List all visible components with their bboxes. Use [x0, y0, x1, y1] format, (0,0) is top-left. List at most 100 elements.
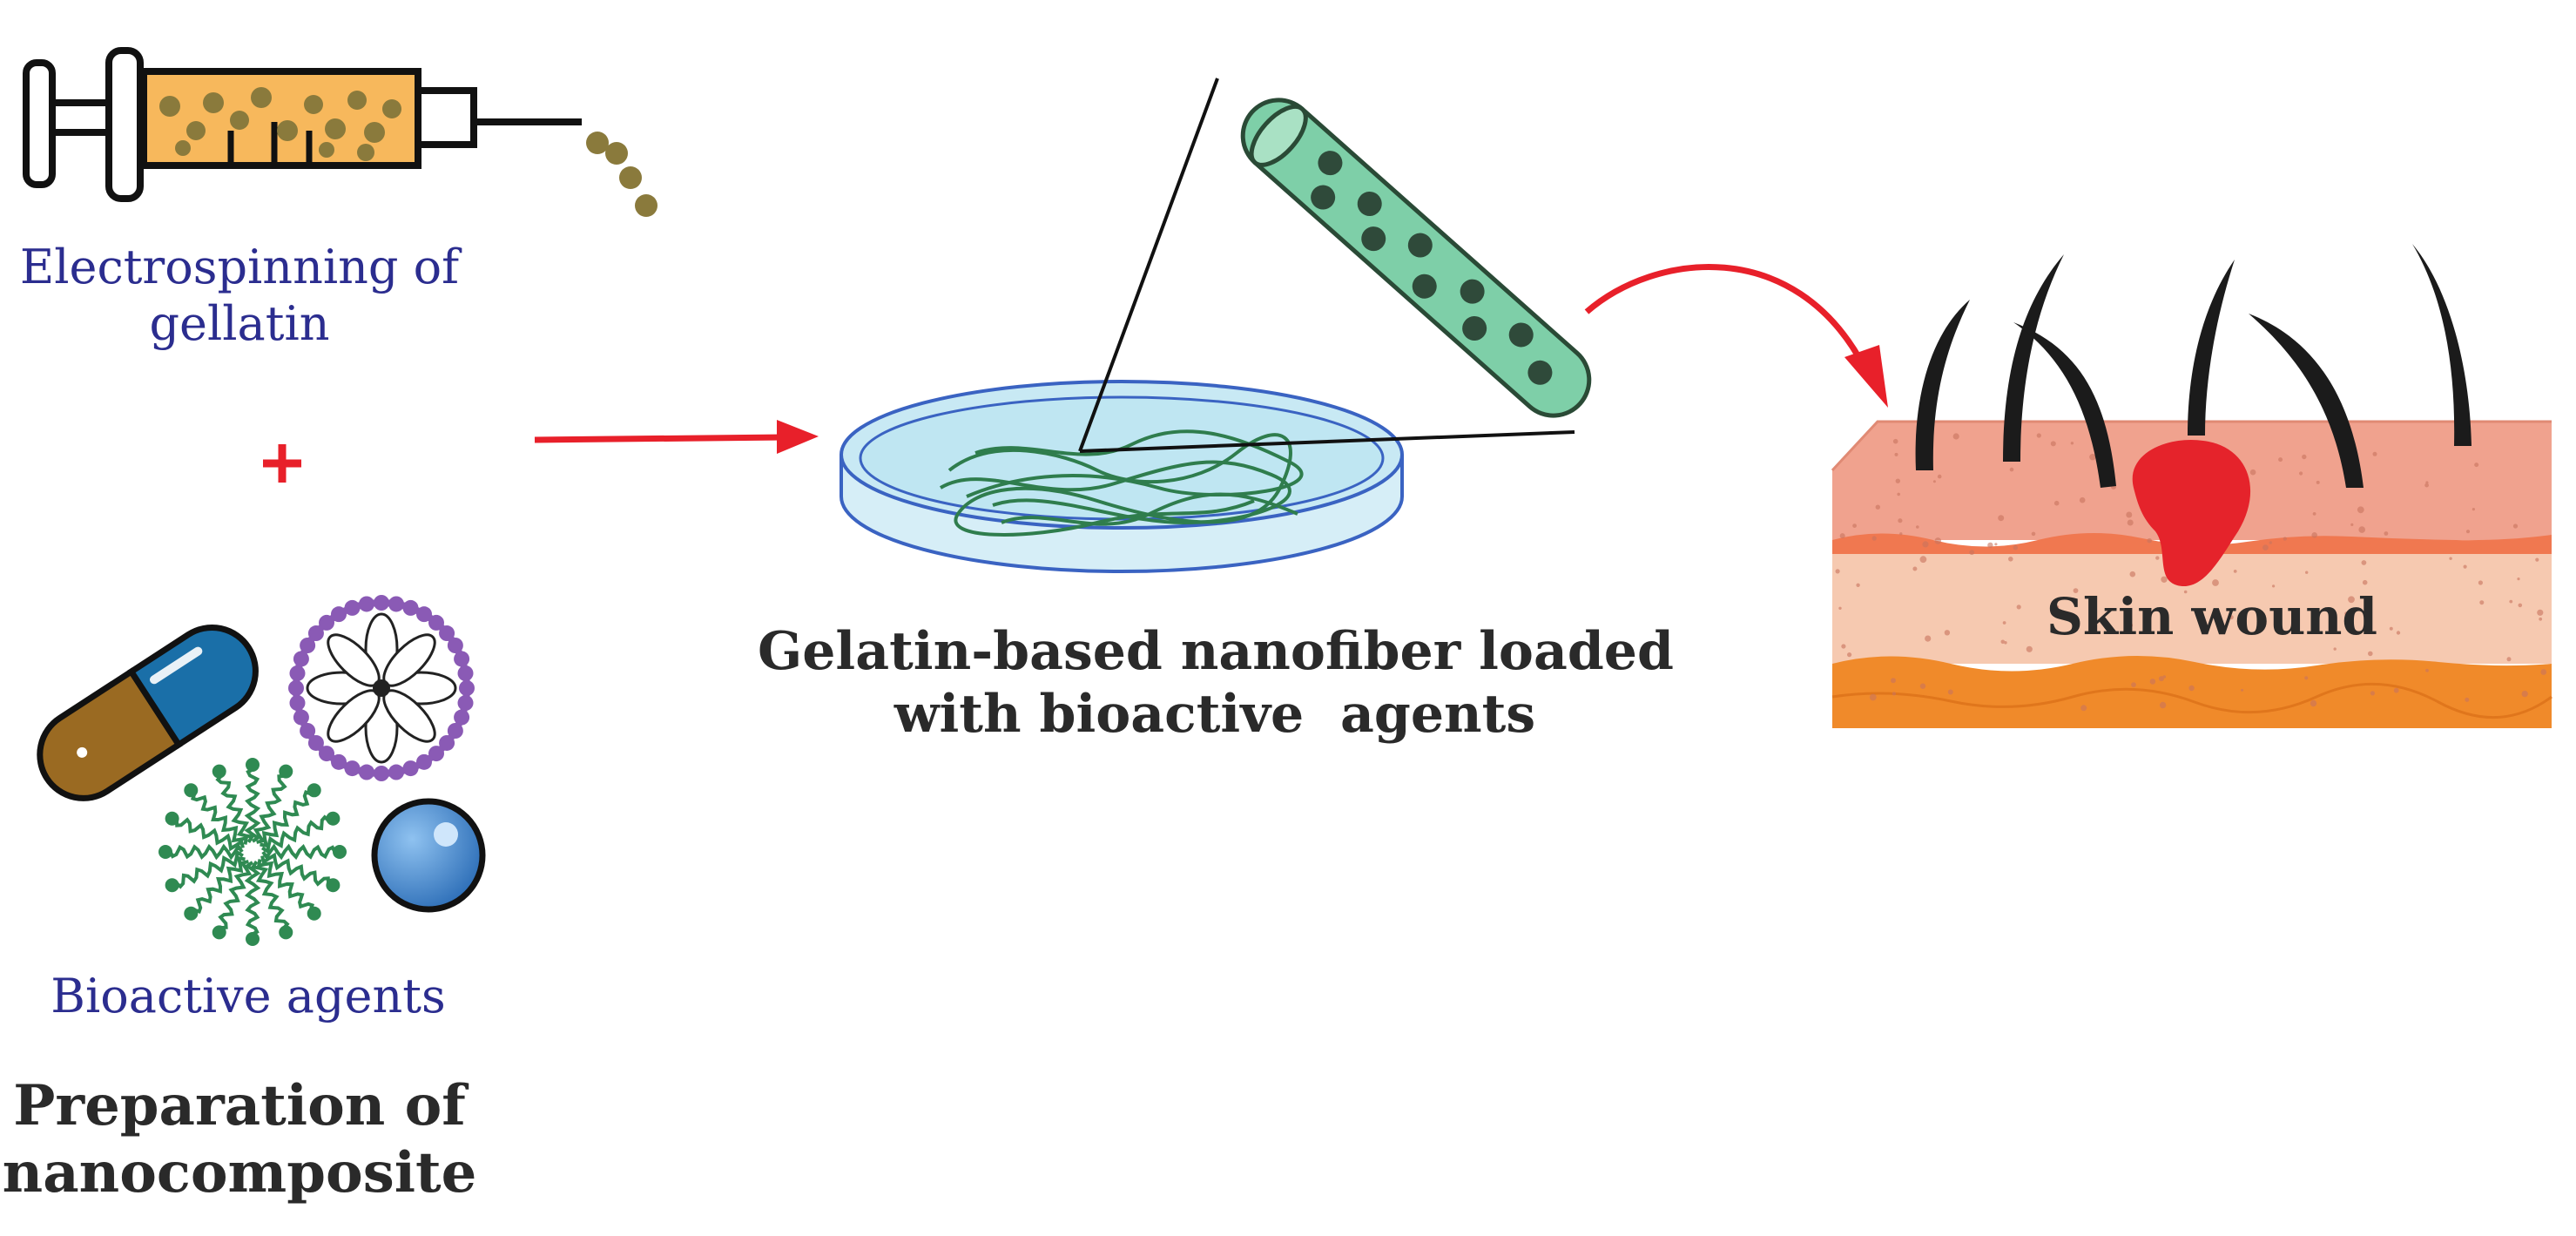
micelle-arm: [260, 852, 331, 887]
skin-speckle: [2463, 564, 2467, 569]
skin-speckle: [2161, 576, 2168, 583]
skin-speckle: [2233, 570, 2237, 573]
dendrimer-surface-dot: [300, 723, 316, 739]
skin-speckle: [2269, 541, 2272, 544]
micelle-head: [184, 906, 199, 921]
micelle-head: [326, 811, 341, 826]
skin-speckle: [2053, 500, 2060, 506]
dendrimer-surface-dot: [388, 764, 405, 780]
skin-speckle: [1856, 583, 1860, 587]
skin-speckle: [2147, 537, 2152, 544]
skin-speckle: [1838, 606, 1842, 610]
skin-speckle: [1852, 523, 1858, 528]
skin-speckle: [1934, 537, 1942, 544]
skin-speckle: [2050, 441, 2056, 447]
skin-speckle: [2031, 531, 2036, 537]
dendrimer-surface-dot: [319, 614, 335, 631]
skin-speckle: [2304, 676, 2309, 680]
skin-speckle: [2126, 511, 2133, 518]
skin-speckle: [2357, 506, 2364, 514]
skin-speckle: [2162, 675, 2167, 679]
dendrimer-surface-dot: [402, 760, 419, 777]
skin-speckle: [2070, 442, 2074, 445]
micelle-arm: [261, 814, 333, 854]
skin-speckle: [2389, 626, 2393, 631]
skin-speckle: [2479, 600, 2485, 605]
petri-dish-icon: [840, 380, 1404, 573]
arrow-icon: [534, 420, 819, 454]
skin-speckle: [1919, 556, 1927, 564]
skin-speckle: [2393, 687, 2399, 693]
skin-speckle: [1994, 543, 1998, 546]
micelle-arm: [260, 789, 314, 848]
skin-speckle: [2358, 526, 2365, 533]
skin-speckle: [2241, 688, 2244, 692]
skin-speckle: [1869, 693, 1877, 701]
skin-speckle: [1895, 478, 1900, 483]
skin-speckle: [2158, 676, 2164, 682]
dendrimer-surface-dot: [374, 595, 389, 611]
skin-speckle: [2344, 611, 2349, 616]
micelle-arm: [253, 773, 287, 844]
micelle-head: [307, 783, 321, 798]
skin-speckle: [2183, 590, 2188, 594]
dendrimer-surface-dot: [331, 753, 347, 770]
micelle-arm: [218, 860, 253, 930]
skin-speckle: [1839, 533, 1845, 539]
skin-speckle: [1912, 566, 1918, 571]
micelle-arm: [190, 790, 249, 845]
skin-speckle: [1892, 438, 1898, 444]
dendrimer-surface-dot: [344, 760, 361, 777]
skin-speckle: [1922, 541, 1929, 548]
micelle-head: [279, 764, 293, 779]
skin-speckle: [2350, 523, 2354, 527]
skin-speckle: [1875, 504, 1880, 510]
skin-speckle: [2283, 537, 2287, 541]
skin-speckle: [2517, 577, 2520, 581]
skin-speckle: [2080, 705, 2087, 712]
skin-speckle: [2424, 483, 2430, 488]
micelle-arm: [256, 859, 315, 914]
dendrimer-surface-dot: [300, 638, 316, 653]
skin-speckle: [2262, 544, 2269, 550]
skin-speckle: [2302, 454, 2307, 460]
skin-speckle: [2131, 682, 2136, 687]
skin-speckle: [2465, 697, 2470, 702]
capsule-icon: [37, 625, 259, 801]
skin-speckle: [2036, 433, 2041, 438]
skin-speckle: [2159, 701, 2167, 709]
micelle-head: [246, 932, 260, 946]
skin-speckle: [2127, 519, 2134, 526]
curved-arrow-icon: [1584, 264, 1888, 408]
nanofiber-label-line1: Gelatin-based nanofiber loaded: [758, 621, 1674, 682]
skin-speckle: [1944, 630, 1951, 636]
dendrimer-surface-dot: [416, 753, 432, 770]
skin-speckle: [2089, 454, 2096, 461]
skin-speckle: [2535, 557, 2539, 562]
micelle-arm: [261, 843, 338, 861]
micelle-arm: [250, 861, 290, 932]
skin-speckle: [1891, 678, 1896, 684]
skin-speckle: [2471, 508, 2475, 511]
plus-icon: [263, 444, 301, 483]
dendrimer-surface-dot: [457, 665, 474, 681]
skin-speckle: [2305, 571, 2309, 574]
zoom-lines: [1078, 78, 1575, 453]
skin-speckle: [2026, 645, 2033, 652]
micelle-head: [212, 764, 226, 779]
skin-speckle: [2474, 463, 2479, 468]
skin-speckle: [2365, 611, 2371, 617]
dendrimer-surface-dot: [388, 596, 405, 612]
skin-speckle: [2518, 603, 2523, 608]
skin-speckle: [1919, 683, 1926, 689]
skin-speckle: [2396, 631, 2401, 635]
micelle-head: [246, 758, 260, 772]
dendrimer-surface-dot: [289, 665, 306, 681]
skin-speckle: [2539, 617, 2543, 621]
dendrimer-surface-dot: [447, 723, 463, 739]
skin-speckle: [2362, 579, 2368, 585]
micelle-head: [279, 925, 293, 940]
preparation-label-line2: nanocomposite: [2, 1139, 477, 1206]
skin-speckle: [2540, 669, 2547, 675]
skin-speckle: [1847, 652, 1852, 658]
